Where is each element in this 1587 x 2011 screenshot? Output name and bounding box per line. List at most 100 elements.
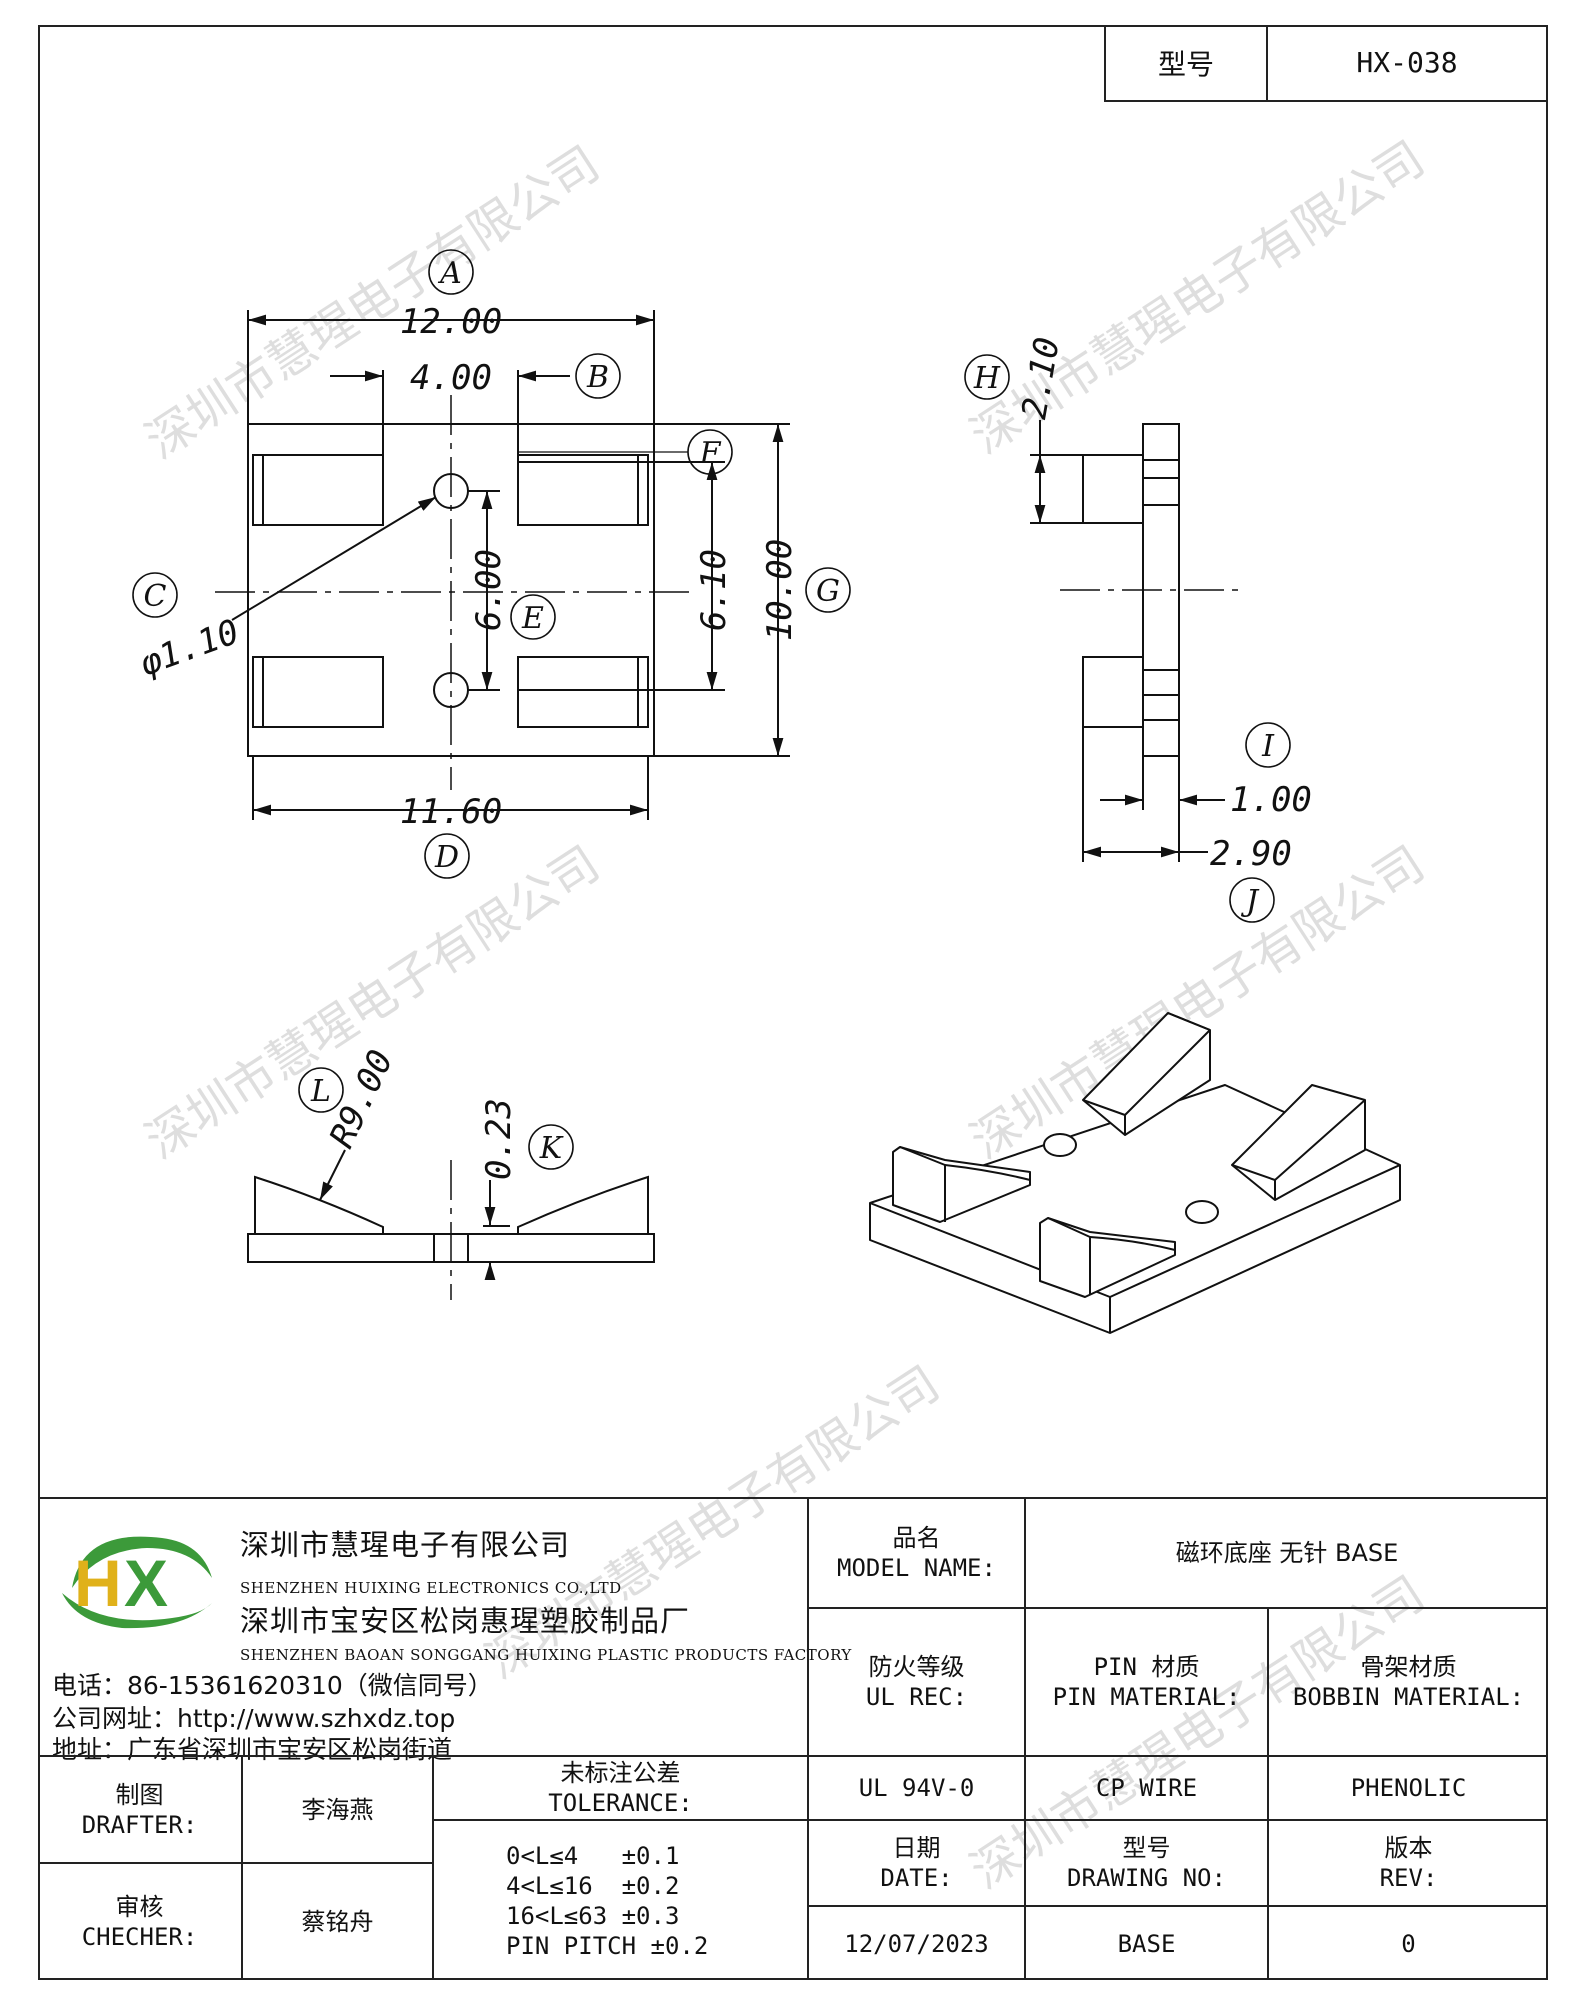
label-k: K [539, 1131, 564, 1166]
ul-rec-label: 防火等级 UL REC: [809, 1609, 1024, 1755]
front-view [247, 1149, 655, 1300]
model-name-label-en: MODEL NAME: [837, 1554, 996, 1582]
label-e-circle [510, 594, 556, 640]
drafter-name: 李海燕 [301, 1795, 374, 1824]
top-view [215, 310, 790, 820]
ul-rec-label-cn: 防火等级 [868, 1653, 965, 1681]
label-g: G [816, 574, 840, 609]
company-website: 公司网址：http://www.szhxdz.top [52, 1704, 456, 1733]
drawing-no-label-cn: 型号 [1122, 1834, 1171, 1862]
tb-hline-3 [432, 1819, 1548, 1821]
pin-material-label-en: PIN MATERIAL: [1052, 1683, 1241, 1711]
pin-material-label-cn: PIN 材质 [1093, 1653, 1200, 1681]
factory-name-en: SHENZHEN BAOAN SONGGANG HUIXING PLASTIC … [240, 1646, 852, 1664]
model-name-value-text: 磁环底座 无针 BASE [1175, 1539, 1399, 1567]
tolerance-label-en: TOLERANCE: [548, 1789, 693, 1817]
drawing-no-label-en: DRAWING NO: [1067, 1864, 1226, 1892]
label-e: E [521, 601, 544, 636]
top-view-pocket-bl [252, 656, 384, 728]
iso-hole-1 [1043, 1133, 1077, 1157]
isometric-view [869, 1012, 1401, 1334]
drafter-label-cn: 制图 [115, 1780, 164, 1809]
bobbin-material-value: PHENOLIC [1350, 1774, 1467, 1802]
dim-g-value: 10.00 [760, 539, 800, 641]
tb-vline-tolerance [432, 1755, 434, 1980]
logo-letter-h: H [74, 1546, 122, 1620]
date-label-cn: 日期 [892, 1834, 941, 1862]
front-view-wall-left [254, 1175, 384, 1234]
company-name-en: SHENZHEN HUIXING ELECTRONICS CO.,LTD [240, 1579, 622, 1597]
label-i: I [1261, 729, 1275, 764]
tolerance-line-1: 0<L≤4 ±0.1 [506, 1841, 680, 1870]
label-i-circle [1245, 722, 1291, 768]
dim-f-value: 6.10 [694, 549, 734, 631]
model-header-box: 型号 HX-038 [1104, 25, 1548, 102]
iso-pocket-1 [1082, 1012, 1211, 1136]
model-header-value: HX-038 [1356, 46, 1458, 79]
drawing-frame [38, 25, 1548, 1980]
tolerance-line-4: PIN PITCH ±0.2 [506, 1931, 709, 1960]
company-address: 地址：广东省深圳市宝安区松岗街道 [52, 1735, 453, 1764]
dim-a-value: 12.00 [400, 302, 502, 342]
pin-material-label: PIN 材质 PIN MATERIAL: [1026, 1609, 1267, 1755]
label-j-circle [1229, 877, 1275, 923]
drafter-label: 制图 DRAFTER: [38, 1757, 241, 1862]
model-name-label: 品名 MODEL NAME: [809, 1499, 1024, 1607]
label-c-circle [132, 572, 178, 618]
ul-value: UL 94V-0 [858, 1774, 975, 1802]
tb-hline-1 [807, 1607, 1548, 1609]
tolerance-table: 0<L≤4 ±0.1 4<L≤16 ±0.2 16<L≤63 ±0.3 PIN … [434, 1821, 807, 1980]
rev-value: 0 [1401, 1929, 1416, 1958]
date-value: 12/07/2023 [844, 1929, 989, 1958]
label-l: L [310, 1074, 331, 1109]
rev-label-en: REV: [1379, 1864, 1438, 1892]
checker-label: 审核 CHECHER: [38, 1864, 241, 1980]
label-d: D [434, 840, 459, 875]
tolerance-label: 未标注公差 TOLERANCE: [434, 1757, 807, 1819]
checker-name: 蔡铭舟 [301, 1908, 374, 1936]
side-view-pocket-top [1082, 454, 1144, 524]
dim-d-value: 11.60 [400, 792, 502, 832]
dim-e-value: 6.00 [469, 549, 509, 631]
checker-label-cn: 审核 [115, 1893, 164, 1921]
logo-letter-x: X [124, 1546, 168, 1620]
model-name-label-cn: 品名 [892, 1524, 941, 1552]
rev-label: 版本 REV: [1269, 1821, 1548, 1905]
label-g-circle [805, 567, 851, 613]
dim-i-value: 1.00 [1230, 780, 1312, 820]
drawing-no-label: 型号 DRAWING NO: [1026, 1821, 1267, 1905]
dim-c-value: φ1.10 [134, 612, 244, 685]
label-d-circle [424, 833, 470, 879]
company-logo-icon: H X [62, 1536, 212, 1629]
dim-j-value: 2.90 [1210, 834, 1292, 874]
side-view [1030, 420, 1240, 862]
tb-vline-2 [1024, 1497, 1026, 1980]
label-f-circle [687, 429, 733, 475]
tb-hline-2 [38, 1755, 1548, 1757]
dim-b-value: 4.00 [410, 358, 492, 398]
iso-pocket-2 [1231, 1084, 1366, 1201]
front-view-wall-right [517, 1175, 649, 1234]
model-header-label: 型号 [1106, 25, 1268, 100]
date-label-en: DATE: [880, 1864, 953, 1892]
label-l-circle [298, 1067, 344, 1113]
top-view-pocket-tr [517, 454, 649, 526]
company-name-cn: 深圳市慧瑆电子有限公司 [240, 1528, 571, 1562]
label-k-circle [528, 1124, 574, 1170]
tb-hline-4 [807, 1905, 1548, 1907]
label-b: B [586, 360, 609, 395]
tolerance-line-3: 16<L≤63 ±0.3 [506, 1901, 680, 1930]
tolerance-line-2: 4<L≤16 ±0.2 [506, 1871, 680, 1900]
pin-material-value: CP WIRE [1095, 1774, 1198, 1802]
tb-vline-main [807, 1497, 809, 1980]
bobbin-material-label-en: BOBBIN MATERIAL: [1292, 1683, 1525, 1711]
label-h-circle [964, 354, 1010, 400]
label-a-circle [428, 249, 474, 295]
label-b-circle [575, 353, 621, 399]
rev-label-cn: 版本 [1384, 1834, 1433, 1862]
watermark-1: 深圳市慧瑆电子有限公司 [136, 136, 609, 471]
bobbin-material-label: 骨架材质 BOBBIN MATERIAL: [1269, 1609, 1548, 1755]
tb-hline-5 [38, 1862, 432, 1864]
model-name-value: 磁环底座 无针 BASE [1026, 1499, 1548, 1607]
